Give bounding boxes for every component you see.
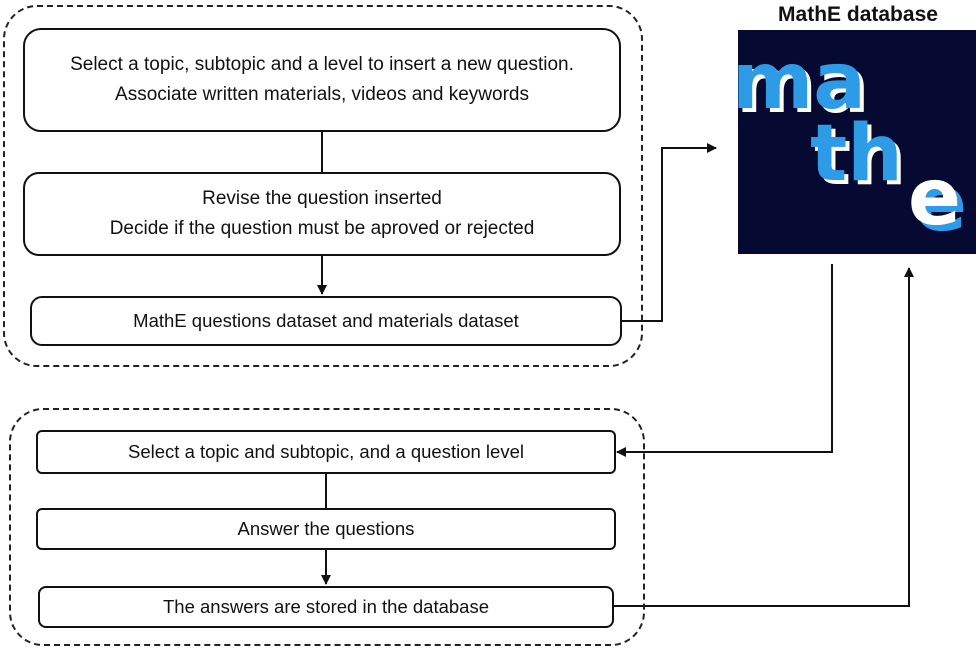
answers-stored-box: The answers are stored in the database bbox=[38, 586, 614, 628]
answer-questions-box: Answer the questions bbox=[36, 508, 616, 550]
insert-question-text-1: Select a topic, subtopic and a level to … bbox=[70, 54, 574, 75]
arrow-bottom-to-database bbox=[614, 267, 914, 607]
revise-question-text-2: Decide if the question must be aproved o… bbox=[109, 218, 535, 239]
svg-text:ma: ma bbox=[738, 41, 870, 131]
questions-dataset-text: MathE questions dataset and materials da… bbox=[133, 310, 519, 331]
mathe-logo-graphic: ma ma th th e e bbox=[732, 37, 967, 249]
revise-question-box: Revise the question inserted Decide if t… bbox=[23, 172, 621, 256]
svg-text:ma: ma bbox=[738, 37, 866, 127]
insert-question-text-2: Associate written materials, videos and … bbox=[115, 84, 529, 105]
svg-text:e: e bbox=[908, 153, 961, 243]
svg-text:th: th bbox=[810, 109, 903, 199]
svg-text:e: e bbox=[914, 159, 967, 249]
answers-stored-text: The answers are stored in the database bbox=[163, 596, 489, 617]
teacher-process-group bbox=[3, 5, 643, 367]
database-title: MathE database bbox=[778, 3, 938, 26]
questions-dataset-box: MathE questions dataset and materials da… bbox=[30, 296, 622, 346]
answer-questions-text: Answer the questions bbox=[237, 518, 415, 539]
revise-question-text-1: Revise the question inserted bbox=[202, 188, 442, 209]
svg-text:th: th bbox=[814, 113, 907, 203]
student-process-group bbox=[9, 408, 645, 646]
arrow-database-to-bottom bbox=[616, 264, 833, 457]
select-topic-box: Select a topic and subtopic, and a quest… bbox=[36, 430, 616, 474]
insert-question-box: Select a topic, subtopic and a level to … bbox=[23, 28, 621, 132]
mathe-logo: ma ma th th e e bbox=[732, 30, 976, 254]
select-topic-text: Select a topic and subtopic, and a quest… bbox=[128, 441, 524, 462]
